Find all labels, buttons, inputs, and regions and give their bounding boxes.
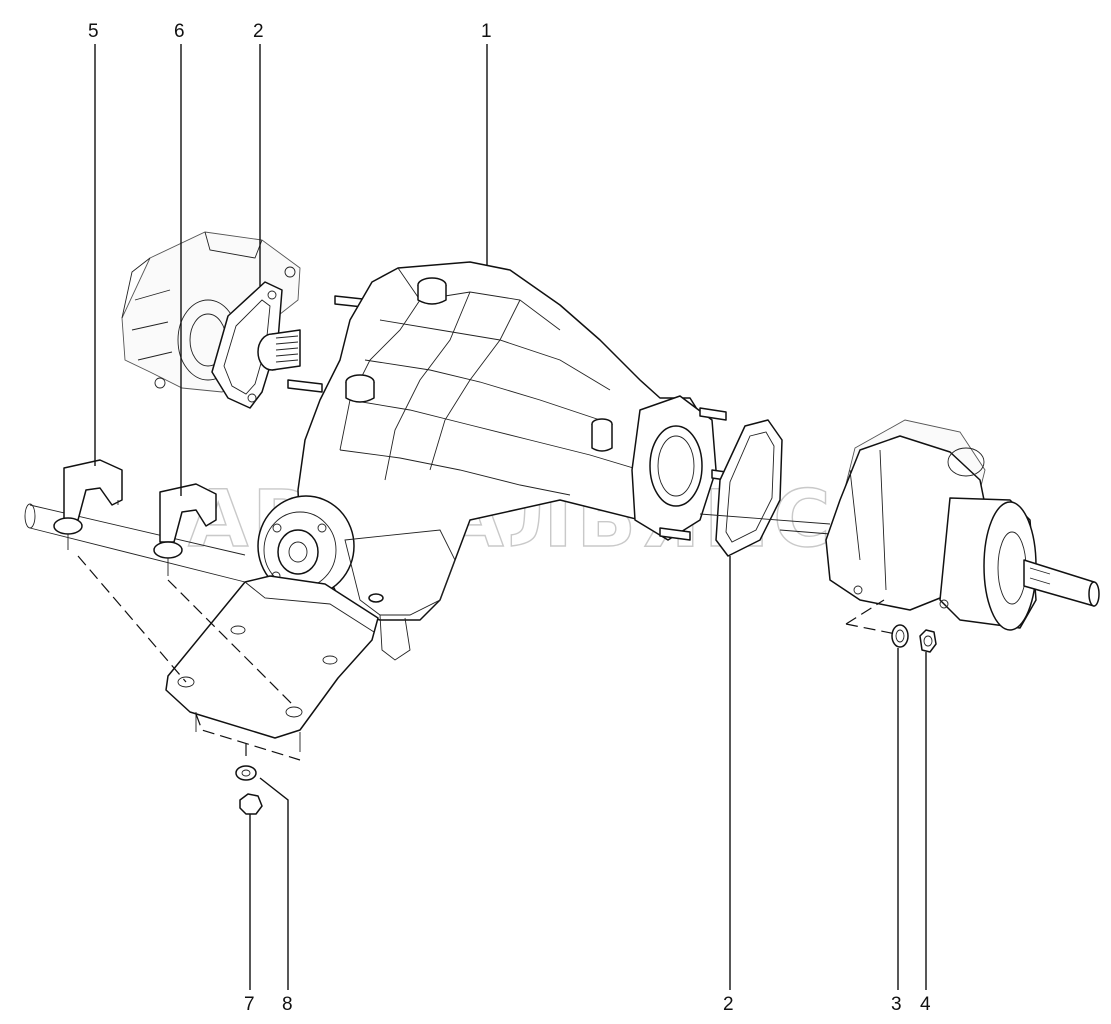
left-gasket bbox=[211, 281, 283, 409]
callout-5: 5 bbox=[88, 21, 99, 42]
bushing-clamp-6 bbox=[153, 483, 217, 576]
assembly-guides bbox=[77, 555, 897, 762]
bushing-clamp-5 bbox=[53, 459, 123, 550]
right-shaft-axis bbox=[699, 513, 831, 535]
callout-8: 8 bbox=[282, 994, 293, 1015]
callout-7: 7 bbox=[244, 994, 255, 1015]
gearbox-housing bbox=[257, 261, 741, 661]
washer-3 bbox=[891, 624, 909, 648]
right-gasket bbox=[715, 419, 783, 557]
callout-3: 3 bbox=[891, 994, 902, 1015]
callout-4: 4 bbox=[920, 994, 931, 1015]
callout-6: 6 bbox=[174, 21, 185, 42]
callout-2-top: 2 bbox=[253, 21, 264, 42]
washer-8 bbox=[235, 765, 257, 781]
callout-2-bottom: 2 bbox=[723, 994, 734, 1015]
leader-lines bbox=[94, 44, 927, 990]
nut-4 bbox=[919, 629, 937, 653]
callout-1: 1 bbox=[481, 21, 492, 42]
right-hub-assembly bbox=[825, 419, 1100, 631]
left-splined-shaft bbox=[257, 329, 301, 371]
nut-7 bbox=[239, 793, 263, 815]
mounting-bracket bbox=[165, 575, 379, 752]
